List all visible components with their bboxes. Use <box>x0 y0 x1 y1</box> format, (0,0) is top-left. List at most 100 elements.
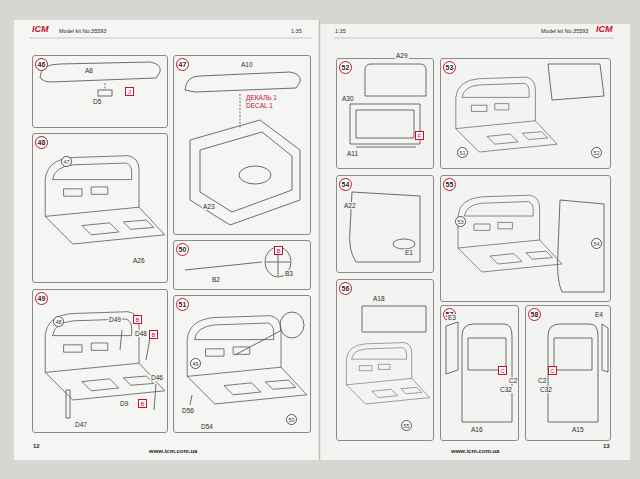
step-panel: 58C <box>525 305 611 441</box>
cab-assembly <box>346 343 429 404</box>
part-label: D54 <box>200 423 214 430</box>
paint-code: B <box>151 332 155 338</box>
steering-column <box>235 330 282 355</box>
part-label: A15 <box>571 426 585 433</box>
step-number: 53 <box>443 61 456 74</box>
header-text: Model kit No.35593 <box>540 28 589 34</box>
cab-assembly <box>458 195 562 272</box>
step-panel: 48 47 <box>32 133 168 283</box>
seat-base <box>356 147 416 148</box>
paint-code-box: C <box>498 366 507 375</box>
paint-code-box: B <box>274 246 283 255</box>
reference-circle: 47 <box>61 156 72 167</box>
reference-circle: 49 <box>190 358 201 369</box>
reference-number: 47 <box>63 159 69 165</box>
step-panel: 47 <box>173 55 311 235</box>
part-label: A18 <box>372 295 386 302</box>
door-window <box>554 338 592 370</box>
floor-opening <box>239 166 271 184</box>
cab-floor <box>190 120 300 225</box>
seat <box>548 64 604 100</box>
paint-code: F <box>418 133 422 139</box>
decal-note: DECAL 1 <box>245 102 274 109</box>
small-part <box>98 90 112 96</box>
part-label: C32 <box>539 386 553 393</box>
left-page <box>14 20 319 460</box>
reference-number: 49 <box>192 361 198 367</box>
sun-visor <box>40 62 160 82</box>
assembly-line <box>240 94 241 128</box>
part-label: A16 <box>470 426 484 433</box>
footer-text: www.icm.com.ua <box>148 448 198 455</box>
step-number: 48 <box>35 136 48 149</box>
step-panel: 555354 <box>440 175 611 302</box>
door-panel <box>558 200 605 292</box>
sun-visor <box>185 72 300 92</box>
step-panel: 53 51 52 <box>440 58 611 169</box>
header-text: 1:35 <box>334 28 347 34</box>
part-label: E4 <box>594 311 604 318</box>
window-glass <box>446 322 458 374</box>
part-label: A30 <box>341 95 355 102</box>
part-label: D48 <box>134 330 148 337</box>
paint-code: C <box>500 368 504 374</box>
part-label: E1 <box>404 249 414 256</box>
paint-code: B <box>276 248 280 254</box>
part-label: B3 <box>284 270 294 277</box>
part-label: C2 <box>508 377 518 384</box>
step-number: 46 <box>35 58 48 71</box>
footer-text: www.icm.com.ua <box>450 448 500 455</box>
paint-code-box: B <box>133 315 142 324</box>
assembly-line <box>105 83 106 89</box>
step-number: 51 <box>176 298 189 311</box>
reference-number: 51 <box>459 150 465 156</box>
steering-wheel <box>280 312 304 338</box>
reference-circle: 50 <box>286 414 297 425</box>
right-page <box>320 24 630 460</box>
step-panel: 4948BBB <box>32 289 168 433</box>
reference-circle: 55 <box>401 420 412 431</box>
step-number: 49 <box>35 292 48 305</box>
paint-code-box: B <box>149 330 158 339</box>
part-label: A11 <box>346 150 359 157</box>
part-label: D46 <box>150 374 164 381</box>
window-glass <box>602 324 608 372</box>
part-label: D47 <box>74 421 88 428</box>
reference-number: 50 <box>288 417 294 423</box>
step-number: 55 <box>443 178 456 191</box>
door-handle <box>393 239 415 249</box>
header-rule <box>30 38 312 39</box>
part-label: A10 <box>240 61 254 68</box>
seat-back <box>365 64 426 96</box>
step-number: 54 <box>339 178 352 191</box>
paint-code: B <box>135 317 139 323</box>
rod-part <box>120 330 122 350</box>
reference-circle: 53 <box>455 216 466 227</box>
reference-number: 52 <box>593 150 599 156</box>
rod-part <box>146 338 150 360</box>
decal-note: ДЕКАЛЬ 1 <box>245 94 278 101</box>
page-crease <box>319 20 321 460</box>
door-panel <box>350 192 420 262</box>
cab-floor <box>200 132 292 212</box>
door-frame <box>548 324 598 422</box>
paint-code-box: C <box>548 366 557 375</box>
part-label: A29 <box>395 52 409 59</box>
part-label: A23 <box>202 203 216 210</box>
part-label: E3 <box>447 314 457 321</box>
lever-part <box>66 390 70 418</box>
reference-number: 55 <box>403 423 409 429</box>
step-number: 58 <box>528 308 541 321</box>
door-frame <box>462 324 512 422</box>
part-label: A26 <box>132 257 146 264</box>
footer-text: 13 <box>602 443 611 450</box>
cab-assembly <box>45 156 165 244</box>
cab-assembly <box>456 77 557 152</box>
part-label: C32 <box>499 386 513 393</box>
part-label: A22 <box>343 202 357 209</box>
footer-text: 12 <box>32 443 41 450</box>
paint-code-box: J <box>125 87 134 96</box>
header-rule <box>334 38 614 39</box>
rod-part <box>190 395 192 405</box>
